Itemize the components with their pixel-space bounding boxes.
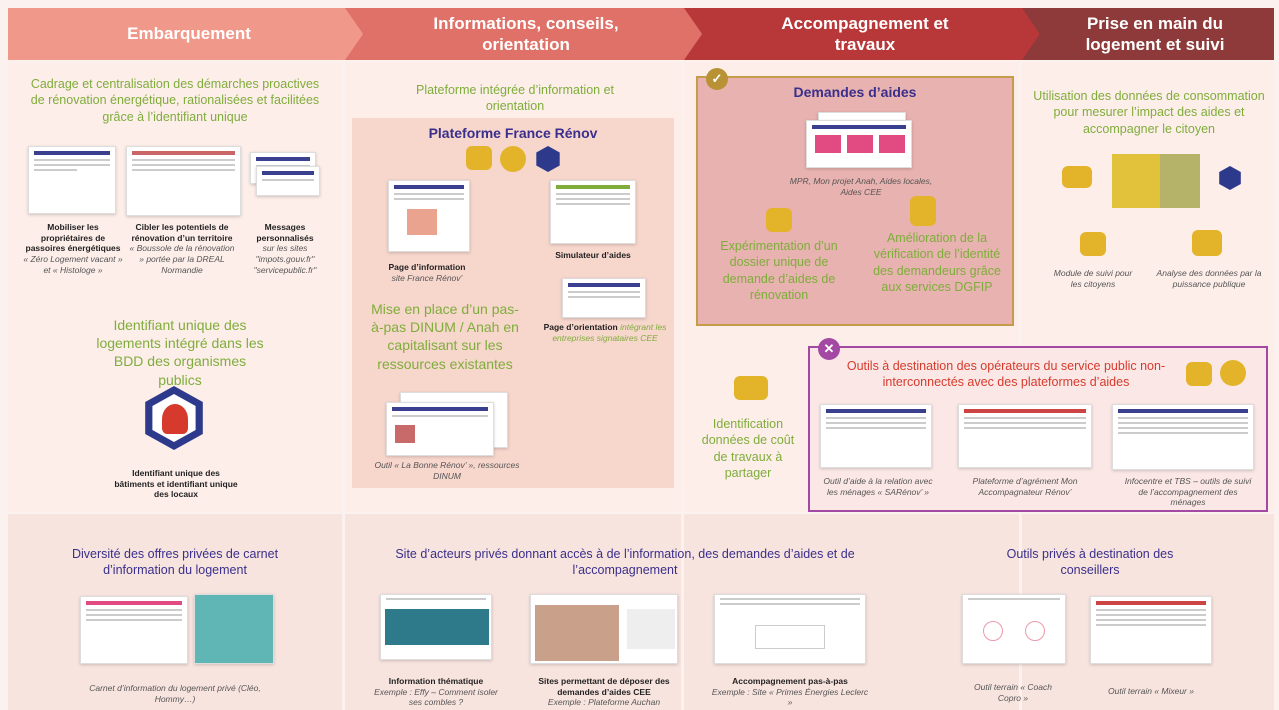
screenshot-effy	[380, 594, 492, 660]
screenshot-orientation	[562, 278, 646, 318]
outils-item-2: Plateforme d’agrément Mon Accompagnateur…	[972, 476, 1078, 497]
header-informations: Informations, conseils, orientation	[345, 8, 707, 60]
item-note: « Zéro Logement vacant » et « Histologe …	[23, 253, 123, 275]
col2-page-info: Page d’information site France Rénov’	[372, 262, 482, 283]
platform-title: Plateforme France Rénov	[428, 125, 598, 141]
screenshot-bonne-renov	[386, 402, 494, 456]
item-note: intégrant les entreprises signataires CE…	[552, 322, 667, 343]
item-title: Sites permettant de déposer des demandes…	[538, 676, 670, 697]
tick-badge: ✓	[706, 68, 728, 90]
bottom-1-title: Diversité des offres privées de carnet d…	[71, 547, 279, 578]
col3-identification: Identification données de coût de travau…	[701, 417, 795, 480]
col2-orientation: Page d’orientation intégrant les entrepr…	[530, 322, 680, 343]
col1-item-2: Cibler les potentiels de rénovation d’un…	[128, 222, 236, 275]
euro-coin-icon	[500, 146, 526, 172]
demandes-title: Demandes d’aides	[793, 84, 917, 100]
screenshot-zero-logement	[28, 146, 116, 214]
col4-analyse: Analyse des données par la puissance pub…	[1156, 268, 1262, 289]
header-label: Embarquement	[127, 24, 251, 44]
screenshot-leclerc	[714, 594, 866, 664]
bottom-2-item-3: Accompagnement pas-à-pas Exemple : Site …	[710, 676, 870, 708]
item-title: Information thématique	[388, 676, 484, 686]
item-note: site France Rénov’	[391, 272, 463, 283]
header-label: Informations, conseils, orientation	[433, 13, 619, 54]
outils-title: Outils à destination des opérateurs du s…	[846, 359, 1166, 390]
outils-item-3: Infocentre et TBS – outils de suivi de l…	[1124, 476, 1252, 508]
item-note: « Boussole de la rénovation » portée par…	[129, 243, 235, 275]
euro-coin-icon	[1220, 360, 1246, 386]
header-accompagnement: Accompagnement et travaux	[684, 8, 1046, 60]
header-prise-en-main: Prise en main du logement et suivi	[1022, 8, 1274, 60]
screenshot-messages-2	[256, 166, 320, 196]
house-hexagon-icon	[1219, 166, 1241, 190]
col2-outil: Outil « La Bonne Rénov’ », ressources DI…	[374, 460, 520, 481]
col4-module: Module de suivi pour les citoyens	[1053, 268, 1133, 289]
citizens-icon	[1080, 232, 1106, 256]
cart-icon	[734, 376, 768, 400]
screenshot-infocentre	[1112, 404, 1254, 470]
bottom-2-item-2: Sites permettant de déposer des demandes…	[524, 676, 684, 708]
public-building-icon	[1192, 230, 1222, 256]
bottom-3-item-1: Outil terrain « Coach Copro »	[974, 682, 1052, 703]
close-icon: ✕	[823, 341, 835, 356]
screenshot-mixeur	[1090, 596, 1212, 664]
col1-id-caption: Identifiant unique des bâtiments et iden…	[114, 468, 238, 500]
bottom-3-item-2: Outil terrain « Mixeur »	[1108, 686, 1194, 696]
meter-photo	[1112, 154, 1200, 208]
col2-intro: Plateforme intégrée d’information et ori…	[415, 83, 615, 114]
check-icon: ✓	[711, 71, 723, 86]
item-title: Accompagnement pas-à-pas	[732, 676, 848, 686]
item-title: Messages personnalisés	[256, 222, 314, 243]
screenshot-simulateur	[550, 180, 636, 244]
screenshot-carnet-1	[80, 596, 188, 664]
screenshot-coach-copro	[962, 594, 1066, 664]
screenshot-demandes	[806, 120, 912, 168]
bottom-2-item-1: Information thématique Exemple : Effy – …	[372, 676, 500, 708]
screenshot-sarenov	[820, 404, 932, 468]
col3-amelioration: Amélioration de la vérification de l’ide…	[873, 231, 1001, 294]
item-title: Mobiliser les propriétaires de passoires…	[25, 222, 121, 254]
col1-item-1: Mobiliser les propriétaires de passoires…	[22, 222, 124, 275]
col3-experimentation: Expérimentation d’un dossier unique de d…	[720, 239, 838, 302]
item-note: Exemple : Site « Primes Énergies Leclerc…	[711, 686, 869, 708]
bottom-2-title: Site d’acteurs privés donnant accès à de…	[395, 547, 855, 578]
outils-item-1: Outil d’aide à la relation avec les ména…	[823, 476, 933, 497]
screenshot-carnet-2	[194, 594, 274, 664]
cross-badge: ✕	[818, 338, 840, 360]
header-embarquement: Embarquement	[8, 8, 370, 60]
item-note: Exemple : Plateforme Auchan	[547, 697, 661, 708]
col2-simulator: Simulateur d’aides	[555, 250, 631, 260]
col1-intro: Cadrage et centralisation des démarches …	[30, 77, 320, 124]
screenshot-auchan	[530, 594, 678, 664]
bottom-1-caption: Carnet d’information du logement privé (…	[89, 683, 261, 704]
money-bag-icon	[1186, 362, 1212, 386]
col2-pas-a-pas: Mise en place d’un pas-à-pas DINUM / Ana…	[371, 301, 519, 372]
screenshot-page-info	[388, 180, 470, 252]
item-note: Exemple : Effy – Comment isoler ses comb…	[374, 686, 498, 708]
item-note: sur les sites "impots.gouv.fr" "servicep…	[253, 243, 317, 275]
col1-item-3: Messages personnalisés sur les sites "im…	[244, 222, 326, 275]
col1-id-title: Identifiant unique des logements intégré…	[96, 317, 264, 388]
header-label: Prise en main du logement et suivi	[1085, 13, 1225, 54]
demandes-caption: MPR, Mon projet Anah, Aides locales, Aid…	[789, 176, 933, 197]
money-bag-icon	[466, 146, 492, 170]
item-title: Page d’orientation	[543, 322, 618, 332]
header-label: Accompagnement et travaux	[781, 13, 949, 54]
identifiant-hexagon-icon	[145, 386, 203, 450]
screenshot-boussole	[126, 146, 241, 216]
bottom-3-title: Outils privés à destination des conseill…	[1006, 547, 1174, 578]
computer-icon	[1062, 166, 1092, 188]
money-bag-icon	[766, 208, 792, 232]
item-title: Cibler les potentiels de rénovation d’un…	[131, 222, 233, 243]
house-hexagon-icon	[536, 146, 560, 172]
screenshot-mar	[958, 404, 1092, 468]
col4-intro: Utilisation des données de consommation …	[1033, 89, 1265, 136]
padlock-icon	[910, 196, 936, 226]
item-title: Page d’information	[388, 262, 466, 272]
